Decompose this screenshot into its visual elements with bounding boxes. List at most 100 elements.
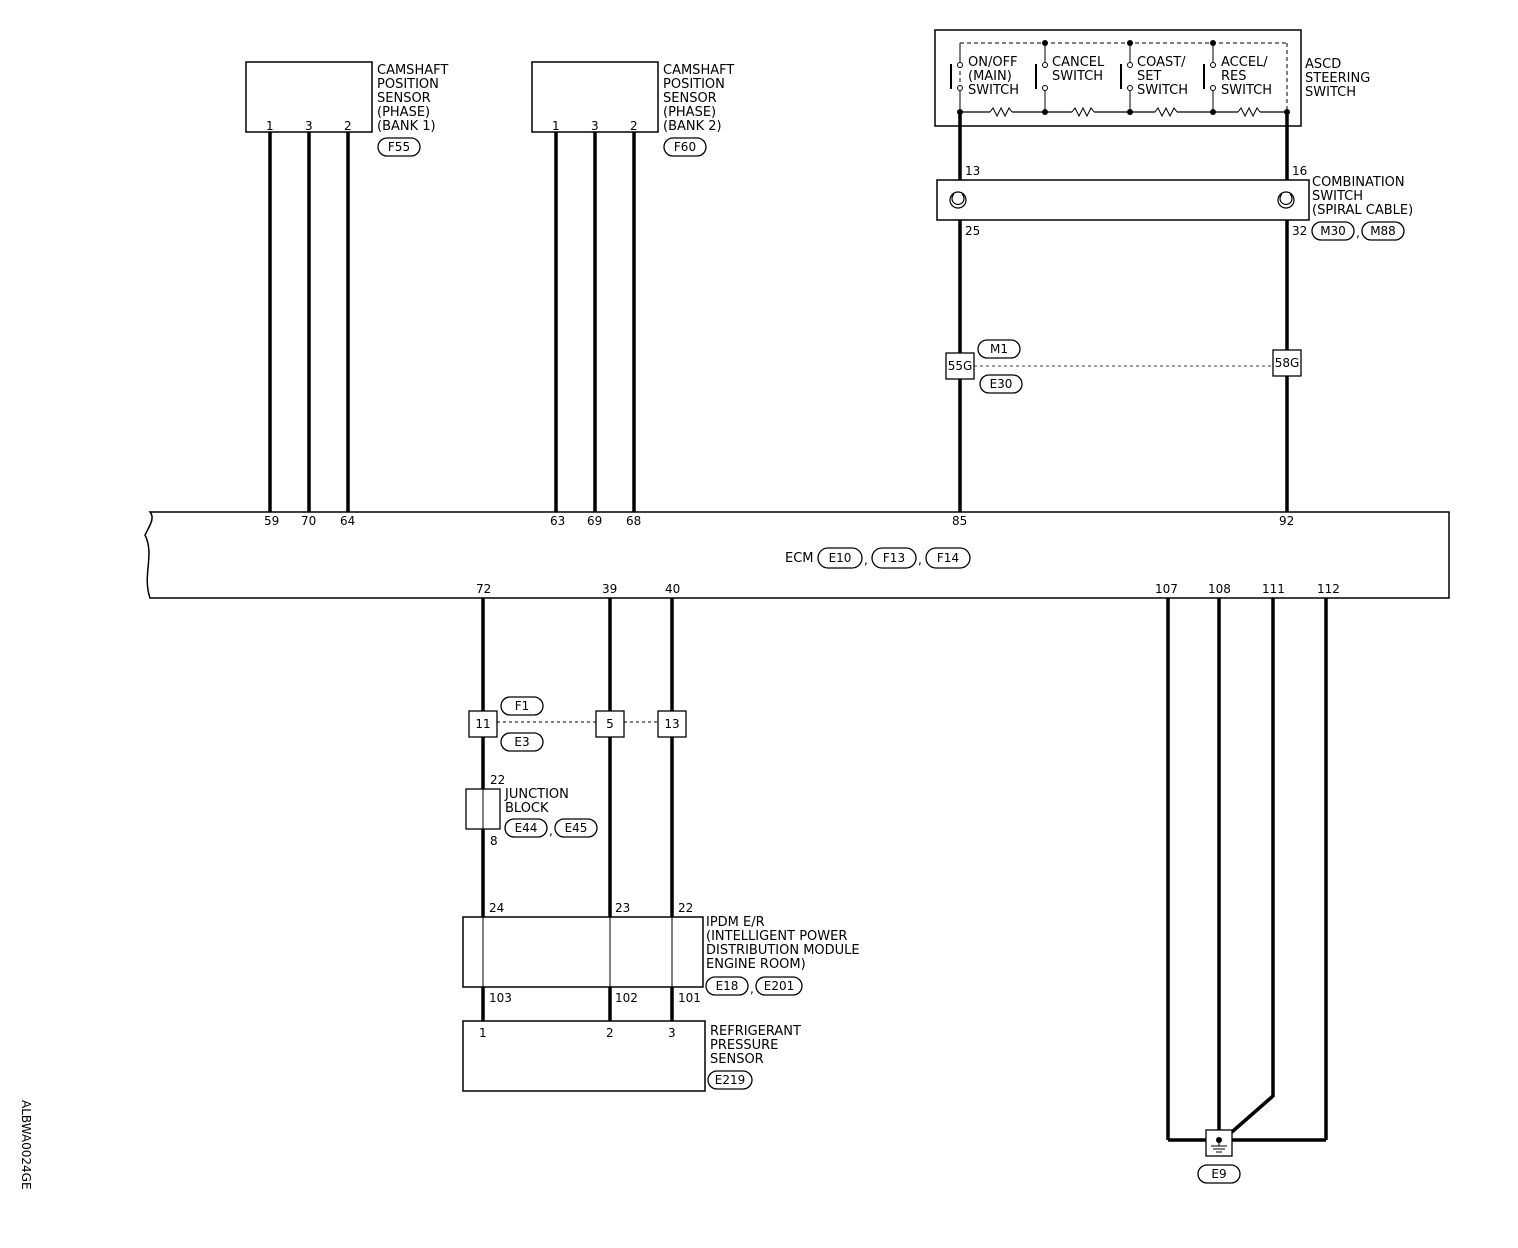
connector-tag: E45: [565, 821, 588, 835]
pin-label: 39: [602, 582, 617, 596]
pin-label: 3: [305, 119, 313, 133]
pin-label: 13: [965, 164, 980, 178]
pin-label: 92: [1279, 514, 1294, 528]
pin-label: 85: [952, 514, 967, 528]
cmp-sensor-bank1: 1 3 2 CAMSHAFT POSITION SENSOR (PHASE) (…: [245, 61, 448, 512]
switch-label: SWITCH: [1052, 69, 1103, 84]
ecm-label: ECM: [785, 551, 814, 566]
connector-tag: M1: [990, 342, 1008, 356]
pin-label: 112: [1317, 582, 1340, 596]
pin-label: 24: [489, 901, 504, 915]
ipdm-er: 24 23 22 103 102 101 IPDM E/R (INTELLIGE…: [462, 901, 860, 1005]
component-label: SWITCH: [1312, 189, 1363, 204]
pin-label: 64: [340, 514, 355, 528]
pin-label: 3: [668, 1026, 676, 1040]
component-label: STEERING: [1305, 71, 1370, 86]
pin-label: 101: [678, 991, 701, 1005]
connector-tag: E9: [1211, 1167, 1226, 1181]
pin-label: 111: [1262, 582, 1285, 596]
switch-label: SWITCH: [1221, 83, 1272, 98]
harness-connector-m1-e30: 55G 58G M1 E30: [945, 339, 1302, 394]
switch-label: RES: [1221, 69, 1247, 84]
component-label: (INTELLIGENT POWER: [706, 929, 847, 944]
connector-tag: F14: [937, 551, 959, 565]
switch-label: COAST/: [1137, 55, 1186, 70]
connector-tag: F60: [674, 140, 696, 154]
switch-label: (MAIN): [968, 69, 1012, 84]
pin-label: 108: [1208, 582, 1231, 596]
separator: ,: [918, 553, 922, 567]
pin-label: 16: [1292, 164, 1307, 178]
connector-tag: E10: [829, 551, 852, 565]
connector-tag: E201: [764, 979, 795, 993]
sensor-label: SENSOR: [377, 91, 431, 106]
connector-tag: E219: [715, 1073, 746, 1087]
connector-tag: M88: [1370, 224, 1396, 238]
pin-label: 72: [476, 582, 491, 596]
pin-label: 107: [1155, 582, 1178, 596]
connector-tag: E30: [990, 377, 1013, 391]
sensor-label: (BANK 1): [377, 119, 436, 134]
separator: ,: [549, 824, 553, 838]
component-label: ENGINE ROOM): [706, 957, 806, 972]
terminal-label: 13: [664, 717, 679, 731]
component-label: SENSOR: [710, 1052, 764, 1067]
pin-label: 22: [490, 773, 505, 787]
pin-label: 1: [552, 119, 560, 133]
connector-tag: F13: [883, 551, 905, 565]
connector-tag: E18: [716, 979, 739, 993]
pin-label: 8: [490, 834, 498, 848]
pin-label: 2: [344, 119, 352, 133]
pin-label: 1: [266, 119, 274, 133]
pin-label: 59: [264, 514, 279, 528]
pin-label: 1: [479, 1026, 487, 1040]
sensor-label: CAMSHAFT: [663, 63, 734, 78]
component-label: REFRIGERANT: [710, 1024, 801, 1039]
switch-label: ACCEL/: [1221, 55, 1268, 70]
sensor-label: SENSOR: [663, 91, 717, 106]
switch-label: CANCEL: [1052, 55, 1105, 70]
component-label: DISTRIBUTION MODULE: [706, 943, 860, 958]
pin-label: 32: [1292, 224, 1307, 238]
terminal-label: 5: [606, 717, 614, 731]
switch-label: SWITCH: [968, 83, 1019, 98]
connector-tag: M30: [1320, 224, 1346, 238]
pin-label: 70: [301, 514, 316, 528]
diagram-code: ALBWA0024GE: [19, 1100, 33, 1190]
pin-label: 68: [626, 514, 641, 528]
ground-circuit: E9: [1166, 598, 1328, 1184]
separator: ,: [1356, 226, 1360, 240]
terminal-label: 55G: [948, 359, 973, 373]
pin-label: 63: [550, 514, 565, 528]
component-label: (SPIRAL CABLE): [1312, 203, 1413, 218]
component-label: JUNCTION: [504, 787, 569, 802]
component-label: SWITCH: [1305, 85, 1356, 100]
switch-label: SWITCH: [1137, 83, 1188, 98]
terminal-label: 11: [475, 717, 490, 731]
pin-label: 2: [630, 119, 638, 133]
pin-label: 69: [587, 514, 602, 528]
pin-label: 102: [615, 991, 638, 1005]
switch-label: SET: [1137, 69, 1161, 84]
sensor-label: POSITION: [663, 77, 725, 92]
sensor-label: POSITION: [377, 77, 439, 92]
sensor-label: (PHASE): [377, 105, 430, 120]
ecm: 59 70 64 63 69 68 85 92 ECM E10 , F13 , …: [144, 511, 1450, 599]
pin-label: 23: [615, 901, 630, 915]
refrigerant-pressure-sensor: 1 2 3 REFRIGERANT PRESSURE SENSOR E219: [462, 1020, 801, 1092]
separator: ,: [750, 982, 754, 996]
pin-label: 3: [591, 119, 599, 133]
separator: ,: [864, 553, 868, 567]
component-label: PRESSURE: [710, 1038, 778, 1053]
ascd-steering-switch: ON/OFF (MAIN) SWITCH CANCEL SWITCH COAST…: [934, 29, 1370, 127]
pin-label: 22: [678, 901, 693, 915]
connector-tag: E3: [514, 735, 529, 749]
junction-block: 22 8 JUNCTION BLOCK E44 , E45: [465, 773, 598, 848]
terminal-label: 58G: [1275, 356, 1300, 370]
sensor-label: (PHASE): [663, 105, 716, 120]
connector-tag: F55: [388, 140, 410, 154]
pin-label: 2: [606, 1026, 614, 1040]
cmp-sensor-bank2: 1 3 2 CAMSHAFT POSITION SENSOR (PHASE) (…: [531, 61, 734, 512]
pin-label: 40: [665, 582, 680, 596]
